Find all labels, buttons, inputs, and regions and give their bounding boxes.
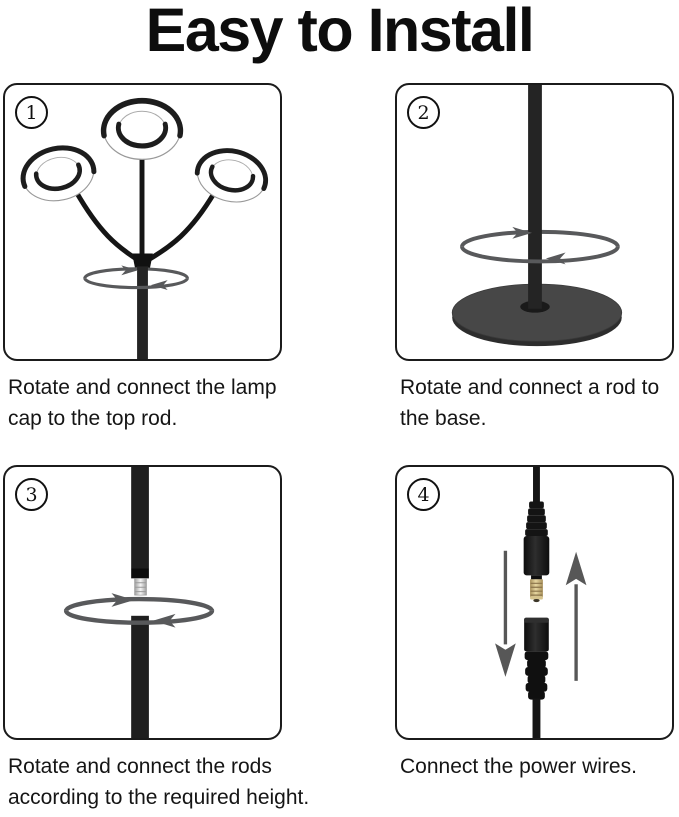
female-dc-jack bbox=[524, 617, 549, 738]
upper-rod bbox=[131, 467, 149, 569]
lamp-cap-fitting bbox=[132, 253, 153, 269]
caption-line: cap to the top rod. bbox=[8, 407, 178, 430]
step-2-panel: 2 bbox=[395, 83, 674, 361]
step-4-section: 4 bbox=[395, 465, 674, 782]
caption-line: Connect the power wires. bbox=[400, 755, 637, 778]
step-1-number-badge: 1 bbox=[15, 96, 48, 129]
rotation-arrowhead-left-icon bbox=[152, 613, 176, 628]
rotation-arrow-front bbox=[83, 277, 189, 290]
step-4-caption: Connect the power wires. bbox=[395, 751, 674, 782]
step-2-caption: Rotate and connect a rod to the base. bbox=[395, 372, 674, 434]
power-wire-bottom bbox=[532, 698, 541, 738]
rotation-arrow-back bbox=[63, 596, 215, 612]
page-title: Easy to Install bbox=[145, 0, 535, 64]
caption-line: Rotate and connect a rod to bbox=[400, 376, 660, 399]
center-ring-light-icon bbox=[104, 99, 181, 159]
rotation-arrow-back bbox=[83, 267, 189, 279]
rotation-arrowhead-right-icon bbox=[512, 226, 533, 239]
step-2-section: 2 Rotate and connect a rod to the base. bbox=[395, 83, 674, 434]
rotation-arrowhead-right-icon bbox=[111, 593, 135, 607]
gooseneck-arms bbox=[73, 155, 217, 262]
down-arrow-icon bbox=[495, 550, 516, 677]
upper-rod-collar bbox=[131, 568, 149, 579]
ring-lights-illustration bbox=[5, 85, 280, 359]
step-1-panel: 1 bbox=[3, 83, 282, 361]
rod-connection-illustration bbox=[63, 467, 215, 738]
step-3-panel: 3 bbox=[3, 465, 282, 740]
right-ring-light-icon bbox=[192, 143, 271, 209]
step-1-section: 1 bbox=[3, 83, 282, 434]
step-3-number-badge: 3 bbox=[15, 478, 48, 511]
up-arrow-icon bbox=[565, 551, 587, 681]
pole-base-illustration bbox=[451, 85, 623, 347]
rotation-arrowhead-left-icon bbox=[545, 252, 566, 265]
step-2-number-badge: 2 bbox=[407, 96, 440, 129]
lamp-rod bbox=[528, 85, 542, 309]
step-3-section: 3 Rotate and c bbox=[3, 465, 310, 813]
caption-line: according to the required height. bbox=[8, 786, 310, 809]
rotation-arrowhead-left-icon bbox=[150, 280, 168, 291]
threaded-tip bbox=[134, 578, 147, 596]
lower-rod bbox=[131, 615, 149, 738]
rotation-arrowhead-right-icon bbox=[121, 265, 139, 276]
caption-line: Rotate and connect the rods bbox=[8, 755, 272, 778]
step-1-caption: Rotate and connect the lamp cap to the t… bbox=[3, 372, 282, 434]
power-wire-top bbox=[533, 467, 540, 503]
top-rod bbox=[137, 266, 148, 359]
caption-line: the base. bbox=[400, 407, 487, 430]
rotation-arrow-front bbox=[63, 610, 215, 625]
caption-line: Rotate and connect the lamp bbox=[8, 376, 277, 399]
left-ring-light-icon bbox=[18, 140, 99, 207]
step-4-number-badge: 4 bbox=[407, 478, 440, 511]
step-3-caption: Rotate and connect the rods according to… bbox=[3, 751, 310, 813]
step-4-panel: 4 bbox=[395, 465, 674, 740]
power-connector-illustration bbox=[495, 467, 587, 738]
gold-plug-tip bbox=[530, 579, 543, 603]
rotation-arrow-front bbox=[460, 246, 620, 264]
male-dc-plug bbox=[523, 467, 550, 603]
